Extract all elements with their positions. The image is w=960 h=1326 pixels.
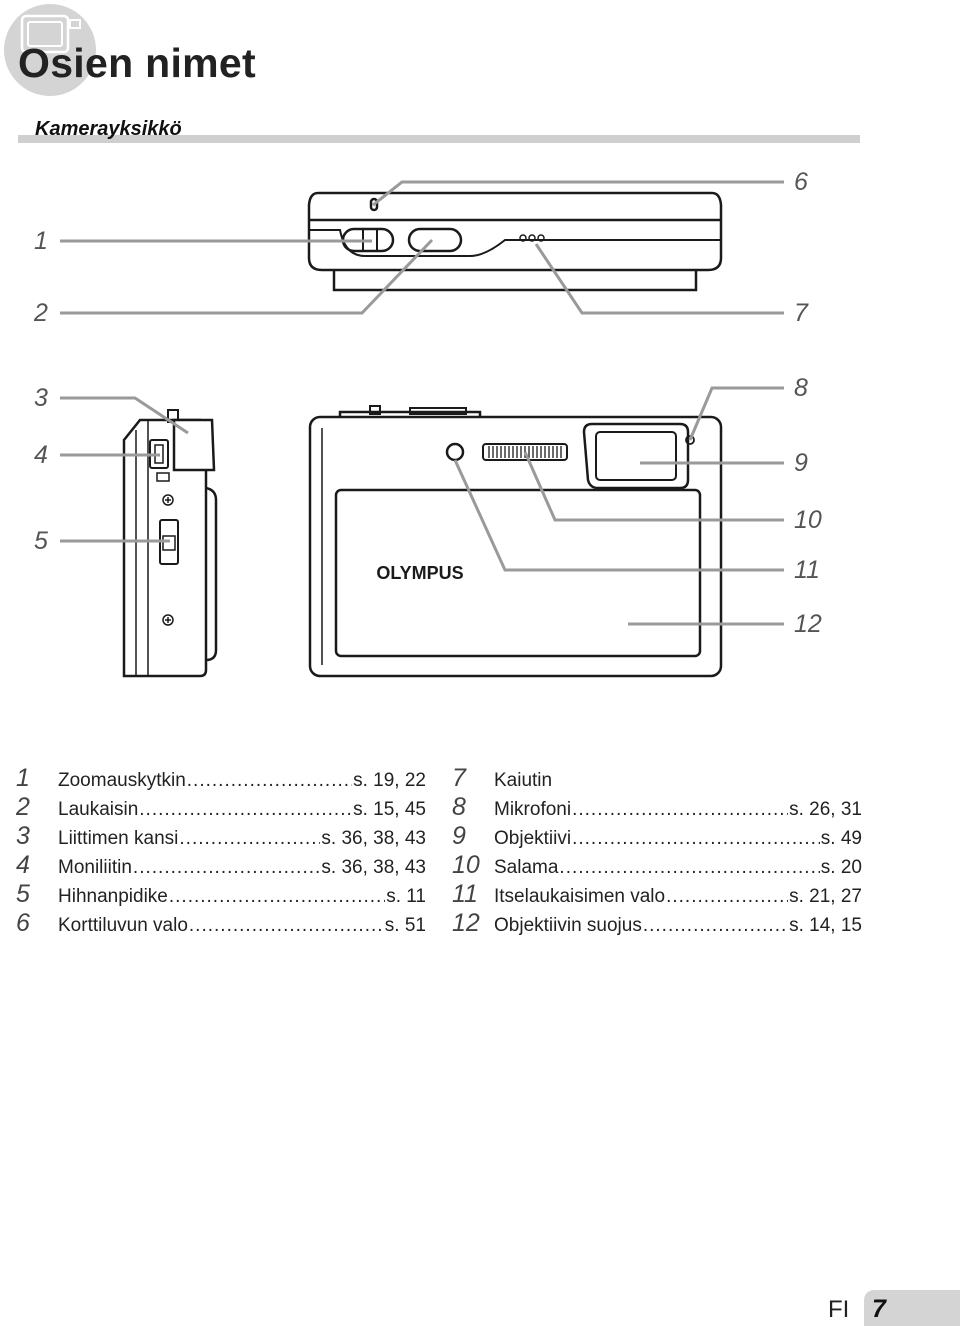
camera-diagram: OLYMPUS <box>60 180 784 678</box>
callout-6: 6 <box>794 168 808 196</box>
callout-2: 2 <box>34 299 48 327</box>
camera-top-view <box>307 191 723 292</box>
olympus-logo: OLYMPUS <box>376 563 463 583</box>
camera-side-view <box>122 409 218 678</box>
language-code: FI <box>828 1296 850 1323</box>
callout-5: 5 <box>34 527 48 555</box>
callout-11: 11 <box>794 556 820 584</box>
callout-7: 7 <box>794 299 808 327</box>
camera-icon <box>20 14 81 54</box>
callout-3: 3 <box>34 384 48 412</box>
callout-1: 1 <box>34 227 48 255</box>
page-title: Osien nimet <box>18 40 256 86</box>
section-title: Kamerayksikkö <box>35 118 182 140</box>
callout-9: 9 <box>794 449 808 477</box>
page-number-tab <box>864 1290 960 1326</box>
callout-4: 4 <box>34 441 48 469</box>
leader-lines <box>60 180 784 626</box>
section-divider <box>18 135 860 143</box>
camera-front-view <box>308 405 723 678</box>
callout-8: 8 <box>794 374 808 402</box>
title-camera-badge <box>4 4 96 96</box>
callout-12: 12 <box>794 610 822 638</box>
callout-10: 10 <box>794 506 822 534</box>
page-number: 7 <box>872 1295 886 1323</box>
